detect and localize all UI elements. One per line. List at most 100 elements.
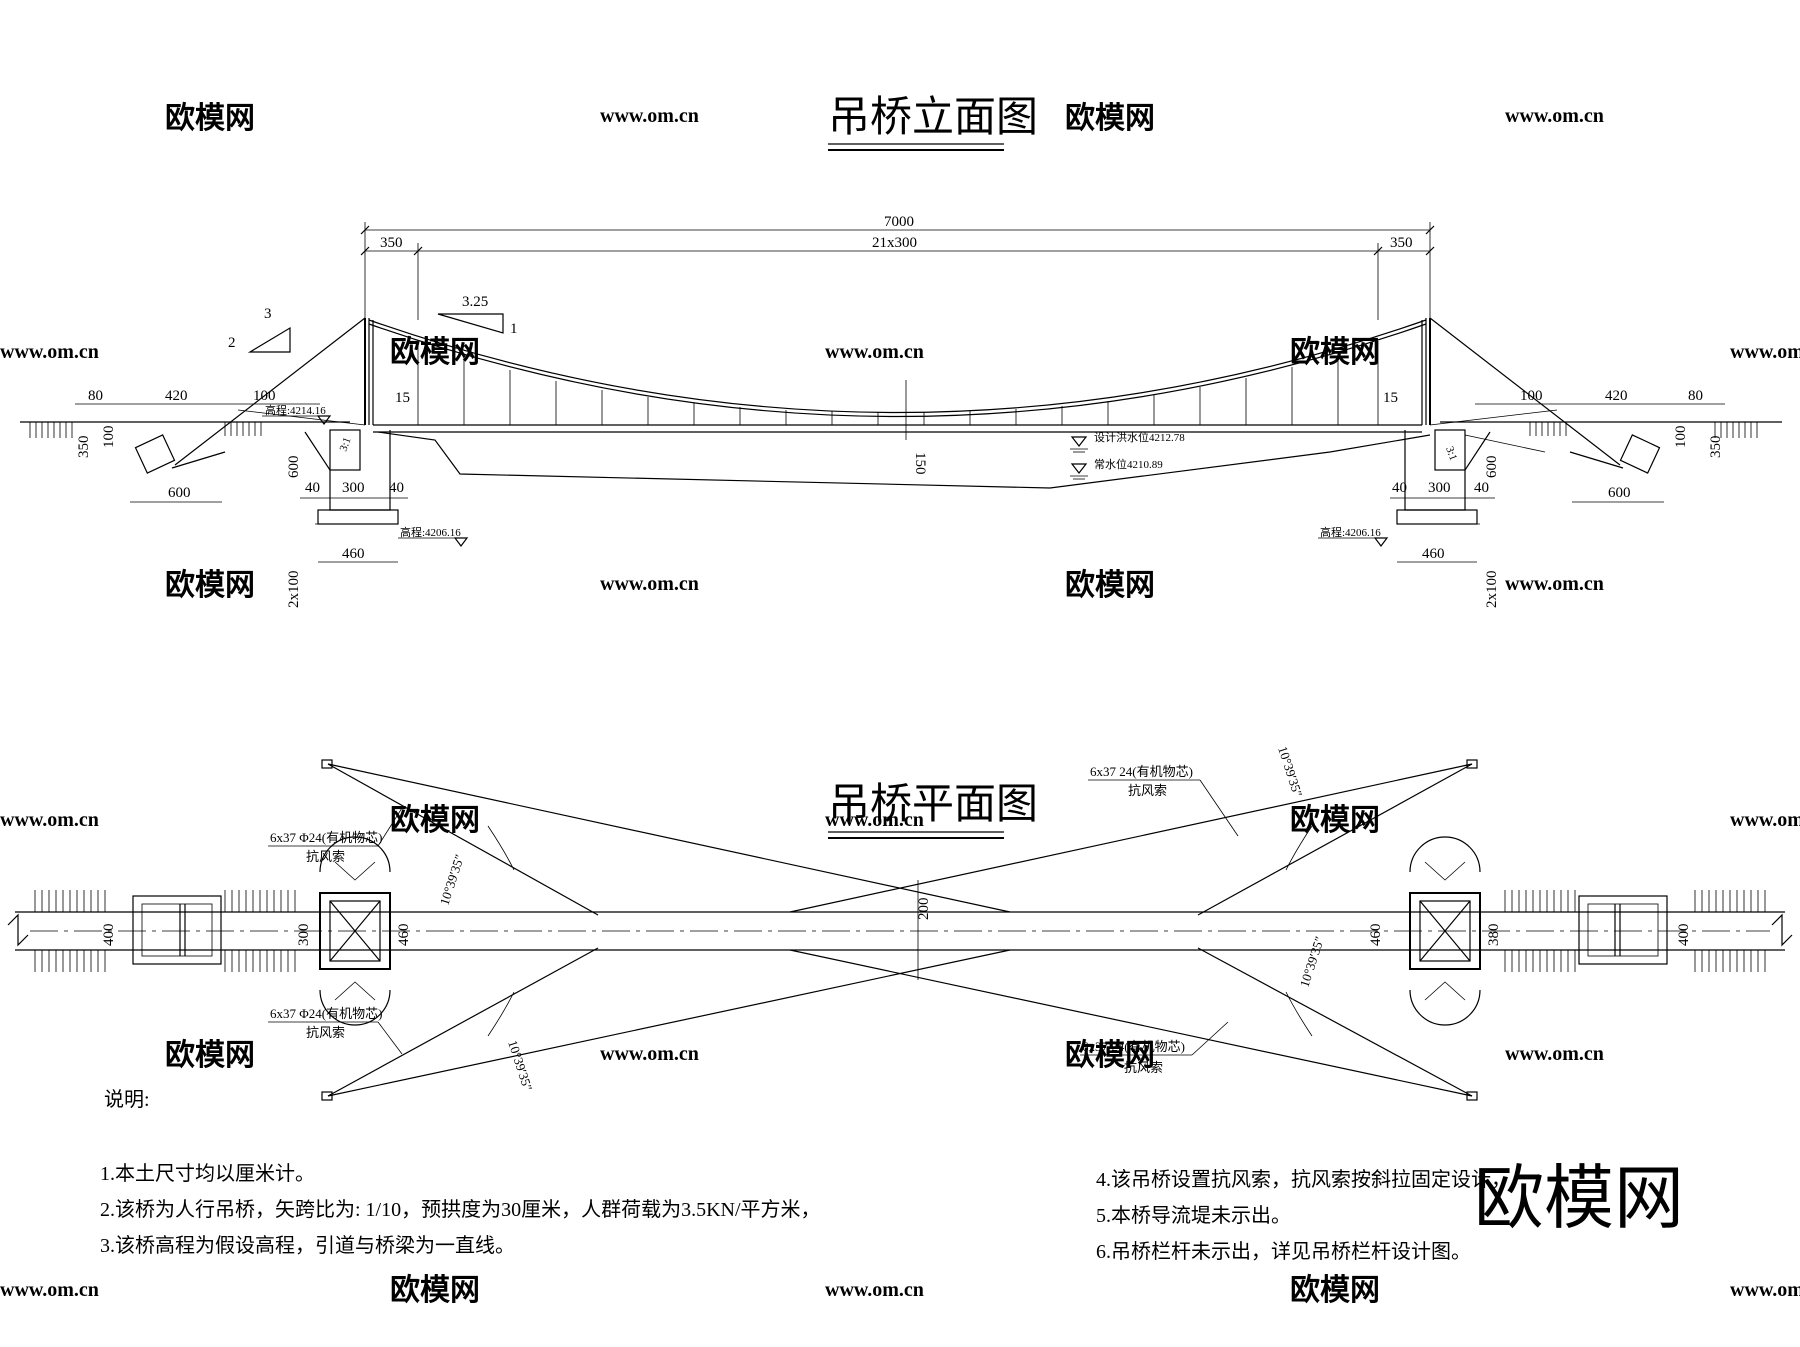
notes: 说明: 1.本土尺寸均以厘米计。 2.该桥为人行吊桥，矢跨比为: 1/10，预拱… <box>100 1088 1511 1263</box>
svg-text:40: 40 <box>1474 480 1489 496</box>
svg-text:6x37 Φ24(有机物芯): 6x37 Φ24(有机物芯) <box>270 1006 382 1021</box>
watermark-url: www.om.cn <box>1505 1043 1604 1065</box>
watermark-url: www.om.cn <box>600 1043 699 1065</box>
plan-title: 吊桥平面图 <box>828 782 1038 828</box>
tower-right <box>1421 318 1431 425</box>
svg-text:300: 300 <box>296 924 312 947</box>
anchor-block-right-plan: 400 <box>1578 895 1692 965</box>
watermark-brand: 欧模网 <box>1065 569 1155 602</box>
svg-text:高程:4206.16: 高程:4206.16 <box>400 525 461 539</box>
watermark-url: www.om.cn <box>0 1279 99 1301</box>
svg-text:300: 300 <box>1428 480 1451 496</box>
ground-right <box>1440 421 1782 438</box>
svg-text:3:1: 3:1 <box>1443 445 1459 462</box>
slope-indicator-left: 3 2 <box>228 306 291 353</box>
tower-right-plan: 460 380 <box>1368 836 1502 1026</box>
svg-text:460: 460 <box>396 924 412 947</box>
watermark-url: www.om.cn <box>1730 1279 1800 1301</box>
tower-left <box>364 318 374 425</box>
svg-text:2x100: 2x100 <box>1484 571 1500 609</box>
watermark-url: www.om.cn <box>1730 341 1800 363</box>
svg-text:6x37 24(有机物芯): 6x37 24(有机物芯) <box>1082 1039 1185 1054</box>
note-item: 3.该桥高程为假设高程，引道与桥梁为一直线。 <box>100 1234 515 1257</box>
watermark-url: www.om.cn <box>825 809 924 831</box>
watermark-url: www.om.cn <box>825 1279 924 1301</box>
right-dimensions: 80 420 100 15 350 100 600 600 40 300 40 … <box>1383 388 1725 608</box>
note-item: 1.本土尺寸均以厘米计。 <box>100 1162 315 1185</box>
elevation-mark-bottom-left: 高程:4206.16 <box>398 525 469 547</box>
note-item: 5.本桥导流堤未示出。 <box>1096 1204 1291 1227</box>
svg-text:100: 100 <box>1520 388 1543 404</box>
water-level-normal: 常水位4210.89 <box>1070 457 1163 480</box>
bank-hatch-right <box>1504 890 1766 972</box>
svg-text:抗风索: 抗风索 <box>1124 1060 1163 1075</box>
watermark-url: www.om.cn <box>0 809 99 831</box>
abutment-right <box>1396 429 1491 525</box>
svg-text:高程:4214.16: 高程:4214.16 <box>265 403 326 417</box>
watermark-url: www.om.cn <box>1730 809 1800 831</box>
abutment-left <box>304 429 399 525</box>
cable-callout-bottom-left: 6x37 Φ24(有机物芯) 抗风索 <box>268 1006 403 1055</box>
river-bank-right <box>1464 434 1546 453</box>
svg-text:2x100: 2x100 <box>286 571 302 609</box>
notes-heading: 说明: <box>104 1088 150 1111</box>
svg-text:460: 460 <box>1422 546 1445 562</box>
watermark-url: www.om.cn <box>600 573 699 595</box>
svg-text:40: 40 <box>305 480 320 496</box>
svg-text:高程:4206.16: 高程:4206.16 <box>1320 525 1381 539</box>
svg-text:10°39′35″: 10°39′35″ <box>505 1038 535 1093</box>
svg-text:6x37 24(有机物芯): 6x37 24(有机物芯) <box>1090 764 1193 779</box>
slope-indicator-mid: 3.25 1 <box>437 294 518 337</box>
svg-text:600: 600 <box>286 456 302 479</box>
watermark-brand: 欧模网 <box>1290 1274 1380 1307</box>
brand-logo: 欧模网 <box>1474 1161 1684 1238</box>
svg-text:420: 420 <box>1605 388 1628 404</box>
break-line-right <box>1771 913 1793 947</box>
back-stay-left <box>134 317 366 474</box>
svg-text:1: 1 <box>510 321 518 337</box>
svg-text:3.25: 3.25 <box>462 294 488 310</box>
svg-text:3: 3 <box>264 306 272 322</box>
elevation-mark-top: 高程:4214.16 <box>262 403 332 425</box>
svg-text:3:1: 3:1 <box>338 436 354 453</box>
water-level-flood: 设计洪水位4212.78 <box>1070 430 1185 453</box>
dim-end-right: 350 <box>1390 235 1413 251</box>
watermark-brand: 欧模网 <box>390 1274 480 1307</box>
watermark-url: www.om.cn <box>0 341 99 363</box>
svg-text:80: 80 <box>88 388 103 404</box>
left-dimensions: 80 420 100 15 350 100 600 600 40 300 40 … <box>75 388 410 608</box>
svg-text:350: 350 <box>1708 436 1724 459</box>
back-stay-right <box>1429 317 1661 474</box>
ground-left <box>20 421 350 438</box>
note-item: 2.该桥为人行吊桥，矢跨比为: 1/10，预拱度为30厘米，人群荷载为3.5KN… <box>100 1198 821 1221</box>
watermark-brand: 欧模网 <box>1065 102 1155 135</box>
dim-span-count: 21x300 <box>872 235 917 251</box>
svg-text:10°39′35″: 10°39′35″ <box>437 852 467 907</box>
dim-end-left: 350 <box>380 235 403 251</box>
watermark-brand: 欧模网 <box>1065 1039 1155 1072</box>
tower-left-plan: 300 460 <box>296 836 412 1026</box>
watermark-brand: 欧模网 <box>165 1039 255 1072</box>
main-cable <box>368 323 1427 418</box>
anchor-block-left-plan: 400 <box>101 895 222 965</box>
cable-callout-top-left: 6x37 Φ24(有机物芯) 抗风索 <box>268 807 403 864</box>
svg-text:460: 460 <box>1368 924 1384 947</box>
svg-text:100: 100 <box>1673 426 1689 449</box>
watermark-brand: 欧模网 <box>1290 804 1380 837</box>
note-item: 6.吊桥栏杆未示出，详见吊桥栏杆设计图。 <box>1096 1240 1471 1263</box>
watermark-brand: 欧模网 <box>390 336 480 369</box>
flood-level-label: 设计洪水位4212.78 <box>1094 430 1185 444</box>
cable-callout-bottom-right: 6x37 24(有机物芯) 抗风索 <box>1080 1021 1229 1075</box>
svg-text:600: 600 <box>1608 485 1631 501</box>
river-bed <box>377 431 1431 489</box>
watermark-url: www.om.cn <box>1505 573 1604 595</box>
top-dimension-chain: 7000 21x300 350 350 <box>360 214 1435 320</box>
watermark-brand: 欧模网 <box>165 569 255 602</box>
main-cable <box>368 319 1427 414</box>
elevation-title: 吊桥立面图 <box>828 94 1038 141</box>
note-item: 4.该吊桥设置抗风索，抗风索按斜拉固定设计， <box>1096 1168 1511 1191</box>
dim-deck-width: 200 <box>916 898 932 921</box>
hangers <box>417 341 1379 425</box>
plan-view: 吊桥平面图 200 400 300 <box>7 744 1793 1101</box>
